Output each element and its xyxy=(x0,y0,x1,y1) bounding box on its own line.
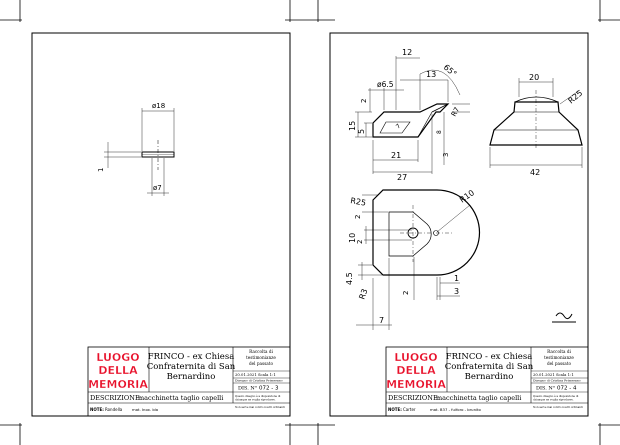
fine-print-3: Non serve mai contro nostri ordinanti xyxy=(533,405,583,409)
logo-line-2: DELLA xyxy=(396,364,436,377)
title-line-2: Confraternita di San xyxy=(147,362,236,372)
dim-12: 12 xyxy=(402,48,412,57)
dim-r7: R7 xyxy=(450,106,462,118)
dim-diameter-18: ø18 xyxy=(152,102,165,110)
dim-8: 8 xyxy=(436,130,443,134)
dis-label: DIS. N° xyxy=(238,386,258,392)
note-label: NOTE: xyxy=(388,407,402,412)
title-line-2: Confraternita di San xyxy=(445,362,534,372)
collection-line-1: Raccolta di xyxy=(547,349,571,354)
logo-line-1: LUOGO xyxy=(394,351,437,364)
dim-diameter-7: ø7 xyxy=(153,184,162,192)
designer: Disegno di Cristina Primerano xyxy=(235,379,283,383)
material-text: mat. Inox. bla xyxy=(132,407,158,412)
description-text: macchinetta taglio capelli xyxy=(138,394,223,402)
collection-line-3: del passato xyxy=(547,361,571,366)
dim-21: 21 xyxy=(391,151,401,160)
collection-line-3: del passato xyxy=(249,361,273,366)
fine-print-1: Questo disegno è a disposizione di xyxy=(533,394,579,398)
dim-20: 20 xyxy=(529,73,539,82)
carter-top-view xyxy=(356,189,481,330)
note-text: Rondella xyxy=(105,407,123,412)
dim-2-c: 2 xyxy=(356,240,364,244)
dim-65-deg: 65° xyxy=(442,63,459,79)
logo-line-3: MEMORIA xyxy=(88,378,148,391)
dis-label: DIS. N° xyxy=(536,386,556,392)
carter-front-view xyxy=(489,78,583,168)
surface-finish-symbol xyxy=(552,312,576,323)
title-line-3: Bernardino xyxy=(465,372,514,382)
title-line-3: Bernardino xyxy=(167,372,216,382)
collection-line-2: testimonianze xyxy=(544,355,574,360)
fine-print-1: Questo disegno è a disposizione di xyxy=(235,394,281,398)
description-label: DESCRIZIONE: xyxy=(388,394,440,402)
logo-line-3: MEMORIA xyxy=(386,378,446,391)
dim-r25-top: R25 xyxy=(350,196,367,208)
description-text: macchinetta taglio capelli xyxy=(436,394,521,402)
sheet-right: 12 65° 13 ø6.5 2 15 5 7 8 3 R7 21 27 20 … xyxy=(329,32,589,417)
logo-line-2: DELLA xyxy=(98,364,138,377)
title-line-1: FRINCO - ex Chiesa xyxy=(446,352,533,362)
dim-2-b: 2 xyxy=(354,215,362,219)
dim-r25: R25 xyxy=(567,89,585,106)
dim-15: 15 xyxy=(348,121,357,131)
dim-13: 13 xyxy=(426,70,436,79)
title-block xyxy=(385,346,589,417)
dim-r3: R3 xyxy=(357,288,369,301)
dim-4-5: 4.5 xyxy=(345,272,354,285)
dim-thickness: 1 xyxy=(97,168,105,172)
dim-3-top: 3 xyxy=(454,287,459,296)
title-block xyxy=(87,346,291,417)
fine-print-2: chiunque ne voglia riprodurre. xyxy=(235,398,276,402)
dis-number: 072 - 3 xyxy=(259,386,279,392)
fine-print-3: Non serve mai contro nostri ordinanti xyxy=(235,405,285,409)
dim-27: 27 xyxy=(397,173,407,182)
dim-5: 5 xyxy=(357,129,366,134)
logo: LUOGO DELLA MEMORIA xyxy=(386,351,447,391)
dim-10: 10 xyxy=(348,233,357,243)
logo-line-1: LUOGO xyxy=(96,351,139,364)
description-label: DESCRIZIONE: xyxy=(90,394,142,402)
fine-print-2: chiunque ne voglia riprodurre. xyxy=(533,398,574,402)
carter-side-view xyxy=(355,56,470,174)
date-scale: 20.01.2021 Scala 1:1 xyxy=(235,372,276,377)
collection-line-2: testimonianze xyxy=(246,355,276,360)
note-label: NOTE: xyxy=(90,407,104,412)
note-text: Carter xyxy=(403,407,416,412)
dim-2-d: 2 xyxy=(402,291,410,295)
logo: LUOGO DELLA MEMORIA xyxy=(88,351,149,391)
dim-7-top: 7 xyxy=(379,316,384,325)
dis-number: 072 - 4 xyxy=(557,386,577,392)
washer-drawing xyxy=(104,108,175,196)
material-text: mat. B37 - fuiforo - brunito xyxy=(430,407,482,412)
dim-1: 1 xyxy=(454,274,459,283)
date-scale: 20.01.2021 Scala 1:1 xyxy=(533,372,574,377)
dim-2-a: 2 xyxy=(360,99,368,103)
designer: Disegno di Cristina Primerano xyxy=(533,379,581,383)
dim-42: 42 xyxy=(530,168,540,177)
dim-3: 3 xyxy=(442,153,450,157)
title-line-1: FRINCO - ex Chiesa xyxy=(148,352,235,362)
dim-diameter-6-5: ø6.5 xyxy=(377,80,394,89)
sheet-left: ø18 ø7 1 LUOGO DELLA MEMORIA FRINCO - ex… xyxy=(31,32,291,417)
collection-line-1: Raccolta di xyxy=(249,349,273,354)
dim-7: 7 xyxy=(395,123,403,131)
